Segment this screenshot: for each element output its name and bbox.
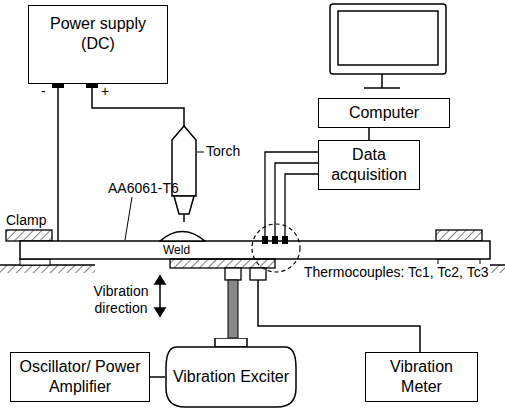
leader-line [197, 152, 204, 153]
part-label: AA6061-T6 [108, 180, 179, 197]
connector-wire [150, 377, 165, 378]
connector-wire [369, 128, 370, 140]
vibration-arrow [155, 276, 165, 316]
leader-line [125, 197, 132, 240]
terminal-sign: + [101, 83, 109, 100]
part-label: Weld [163, 243, 190, 257]
accelerometer [250, 268, 266, 280]
part-label: Torch [206, 143, 240, 160]
node-text: Data acquisition [325, 145, 413, 185]
node-text: Power supply (DC) [35, 14, 161, 54]
node-text: Computer [349, 103, 419, 123]
power-supply-box: Power supply (DC) [28, 5, 168, 84]
terminal-sign: - [41, 83, 46, 100]
fixture [170, 259, 275, 268]
clamp-block [6, 230, 52, 241]
vibration-meter-box: Vibration Meter [365, 352, 478, 402]
vibration-exciter: Vibration Exciter [165, 338, 297, 408]
part-label: Thermocouples: Tc1, Tc2, Tc3 [302, 264, 490, 281]
exciter-mount [225, 268, 241, 280]
support [20, 259, 50, 265]
part-label: Vibration direction [86, 283, 156, 317]
weld-bead [160, 232, 205, 242]
clamp-block [436, 230, 482, 241]
computer-box: Computer [318, 98, 450, 128]
daq-box: Data acquisition [318, 140, 420, 190]
computer-monitor [330, 4, 446, 88]
meter-wire [258, 280, 420, 352]
node-text: Vibration Meter [372, 357, 471, 397]
part-label: Clamp [6, 212, 46, 229]
node-text: Vibration Exciter [173, 367, 289, 387]
oscillator-box: Oscillator/ Power Amplifier [10, 352, 150, 402]
exciter-rod [228, 280, 238, 338]
torch [172, 126, 196, 222]
negative-wire [57, 88, 59, 241]
thermocouples [252, 152, 318, 272]
plate [20, 241, 490, 259]
node-text: Oscillator/ Power Amplifier [17, 357, 143, 397]
